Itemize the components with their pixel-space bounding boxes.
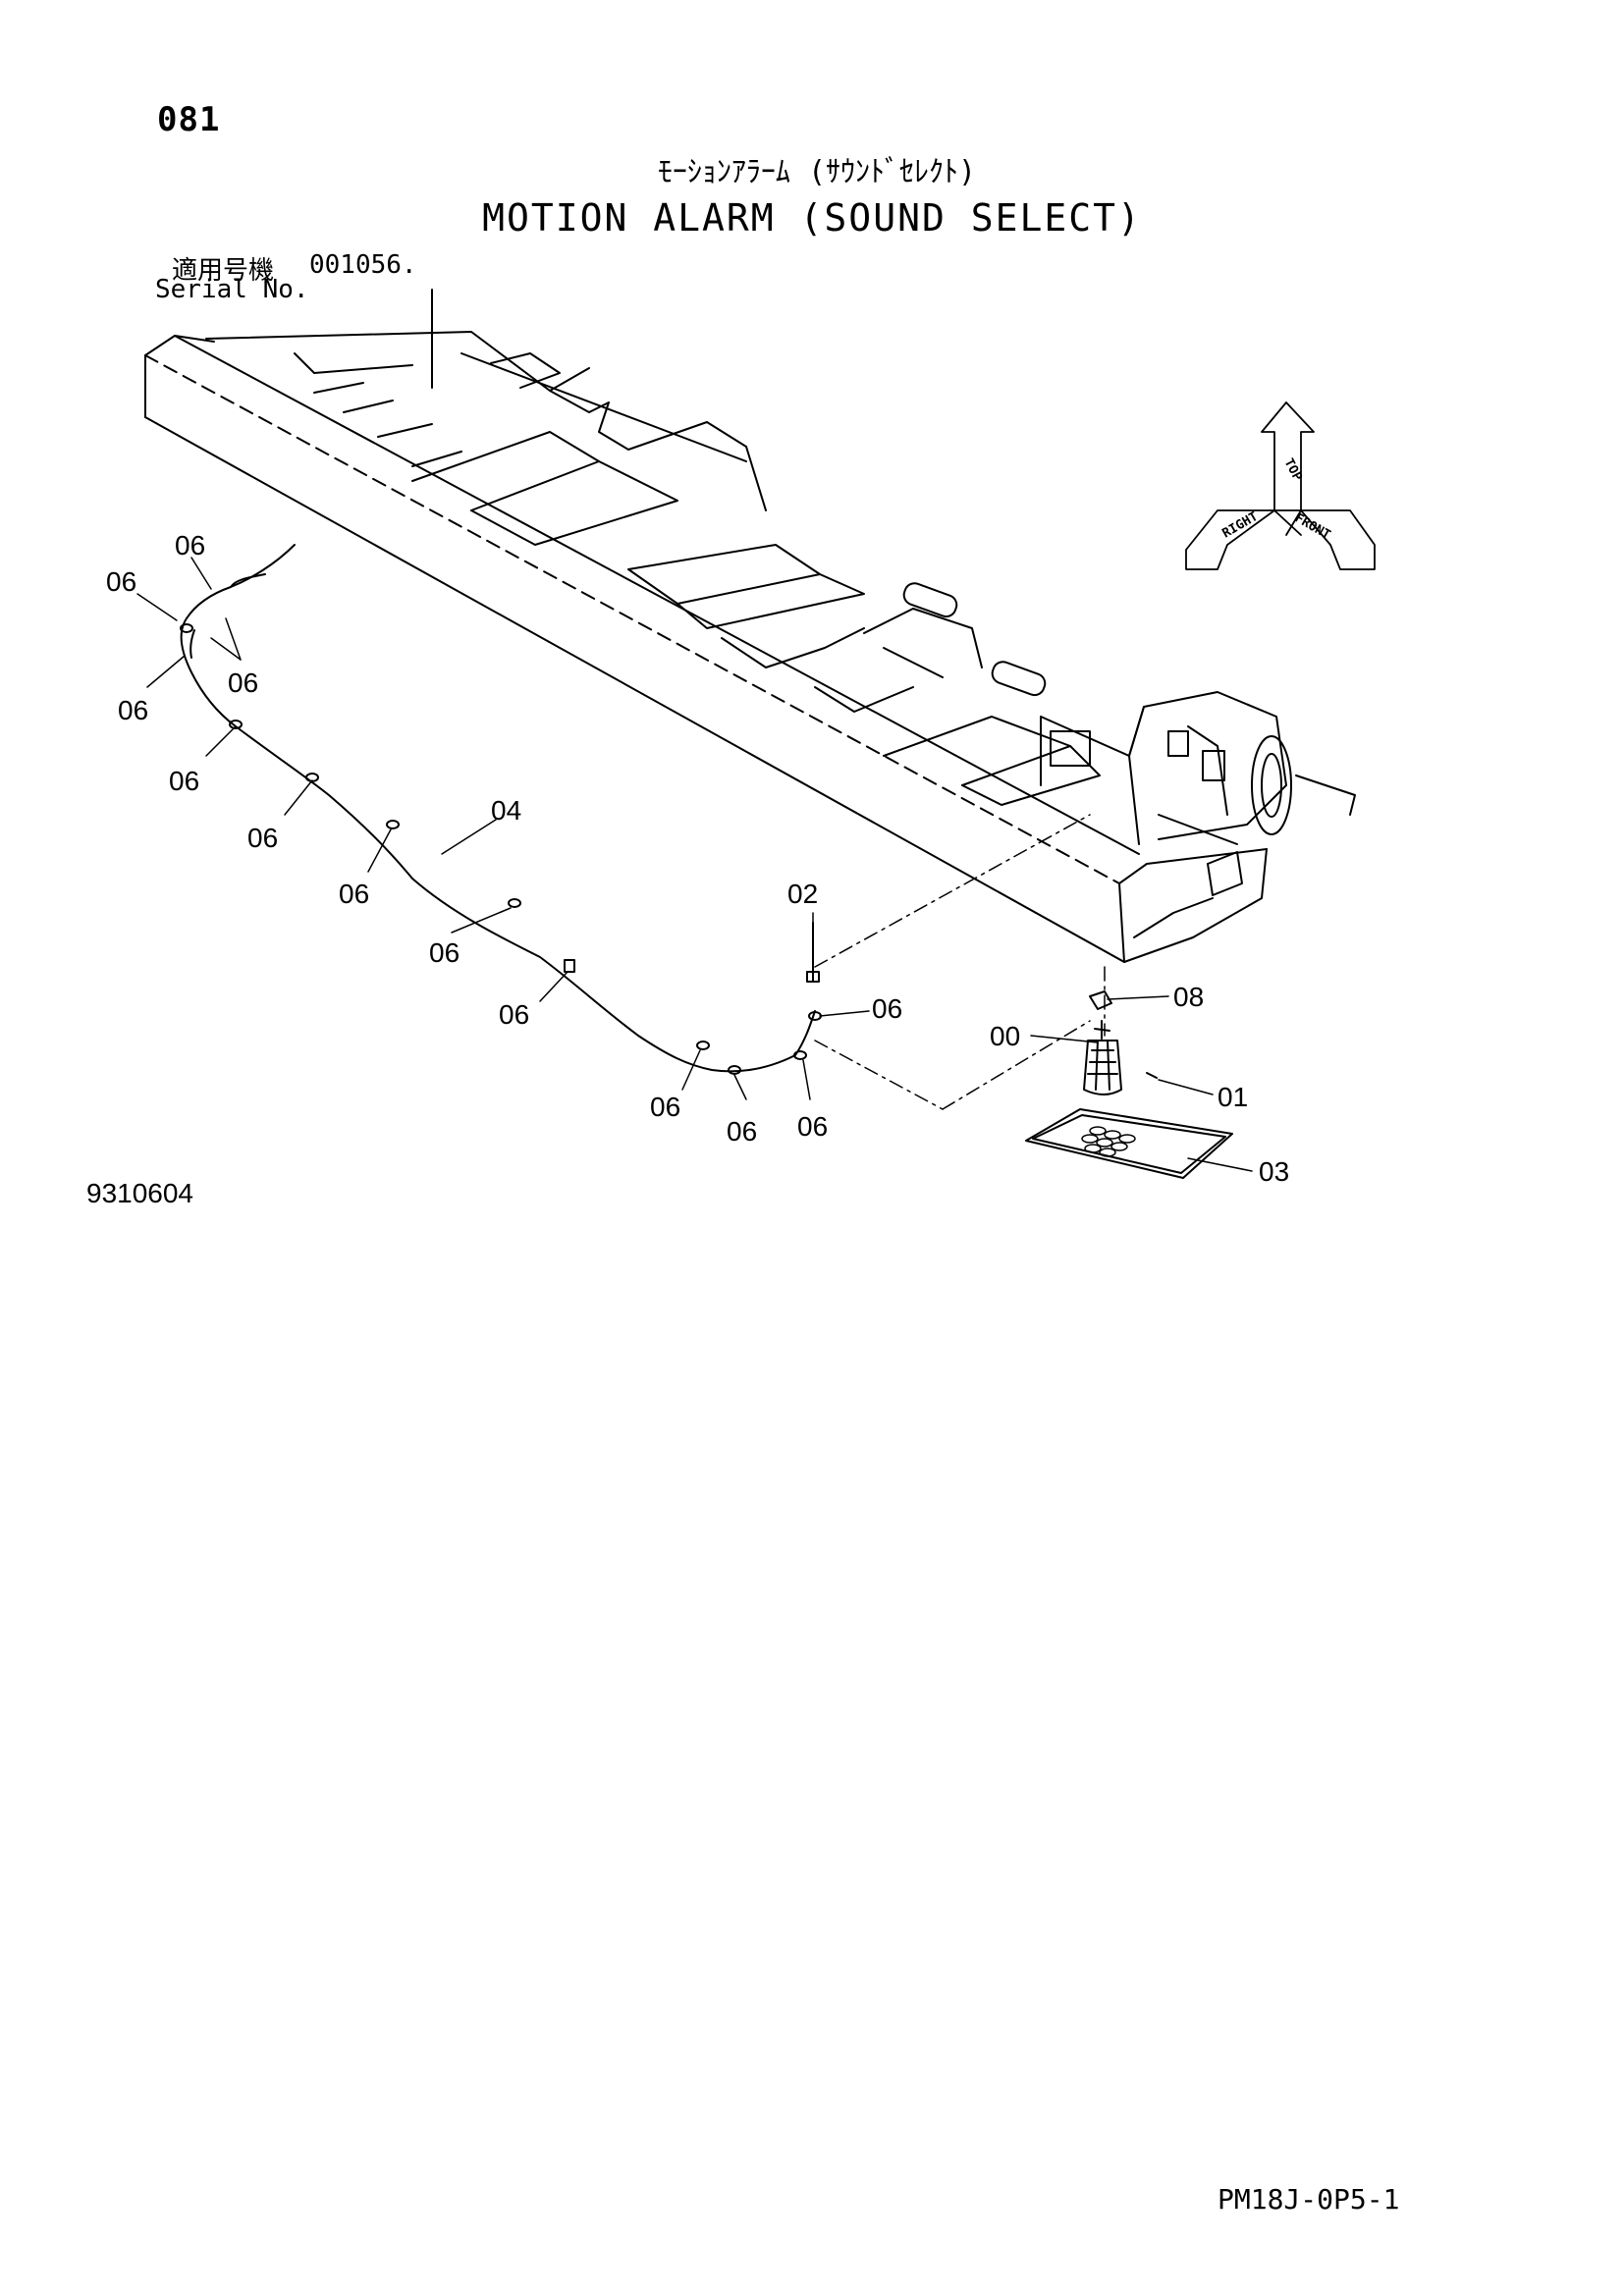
compass-labels: TOP RIGHT FRONT <box>1220 456 1333 543</box>
callout-label: 08 <box>1173 982 1205 1012</box>
callout-label: 06 <box>247 823 279 853</box>
callout-label: 06 <box>175 530 206 561</box>
harness-cable <box>180 544 816 1073</box>
callout-leaders <box>136 557 1253 1172</box>
harness-clips <box>180 623 822 1075</box>
compass-front-label: FRONT <box>1292 510 1333 543</box>
alarm-buzzer-part <box>1083 1020 1122 1095</box>
callout-label: 06 <box>727 1116 758 1147</box>
callout-label: 00 <box>990 1021 1021 1051</box>
serial-label-english: Serial No. <box>155 275 309 304</box>
callout-label: 06 <box>339 879 370 909</box>
cover-plate-part <box>1025 1108 1233 1179</box>
callout-label: 06 <box>169 766 200 796</box>
callout-label: 06 <box>650 1092 681 1122</box>
title-japanese: ﾓｰｼｮﾝｱﾗｰﾑ (ｻｳﾝﾄﾞｾﾚｸﾄ) <box>657 155 977 189</box>
callout-label: 02 <box>787 879 819 909</box>
bracket-part <box>1089 990 1112 1010</box>
callout-label: 06 <box>499 999 530 1030</box>
compass-right-label: RIGHT <box>1220 509 1262 542</box>
page-number: 081 <box>157 100 221 139</box>
callout-label: 06 <box>228 667 259 698</box>
orientation-compass <box>1185 401 1376 570</box>
callout-label: 06 <box>429 937 460 968</box>
callout-label: 06 <box>797 1111 829 1142</box>
serial-label-japanese: 適用号機 <box>172 256 275 286</box>
serial-number-value: 001056. <box>309 250 417 280</box>
callout-label: 06 <box>872 993 903 1024</box>
callout-label: 06 <box>118 695 149 725</box>
callout-label: 01 <box>1218 1082 1249 1112</box>
page-reference: PM18J-0P5-1 <box>1218 2183 1400 2216</box>
frame-beam-drawing <box>144 289 1356 963</box>
callout-label: 04 <box>491 795 522 826</box>
title-english: MOTION ALARM (SOUND SELECT) <box>482 196 1142 240</box>
callout-label: 06 <box>106 566 137 597</box>
callout-label: 03 <box>1259 1156 1290 1187</box>
drawing-number: 9310604 <box>86 1178 194 1208</box>
bolt-part <box>806 922 820 983</box>
